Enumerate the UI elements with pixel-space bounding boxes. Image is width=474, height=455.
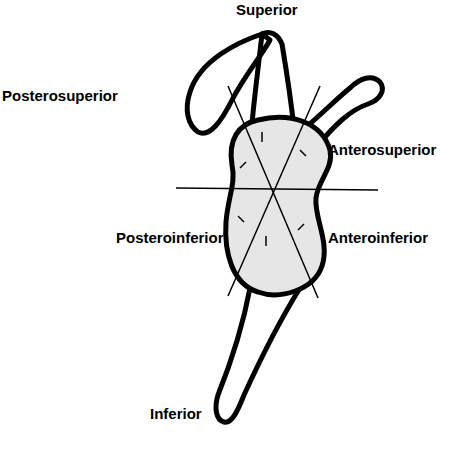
region-label: Posteroinferior bbox=[116, 230, 224, 247]
region-label: Posterosuperior bbox=[2, 88, 118, 105]
sector-ticks bbox=[238, 132, 306, 246]
region-label: Anteroinferior bbox=[328, 230, 428, 247]
region-label: Superior bbox=[236, 2, 298, 19]
sector-lines bbox=[176, 86, 378, 298]
region-label: Inferior bbox=[150, 406, 202, 423]
region-label: Anterosuperior bbox=[328, 142, 436, 159]
